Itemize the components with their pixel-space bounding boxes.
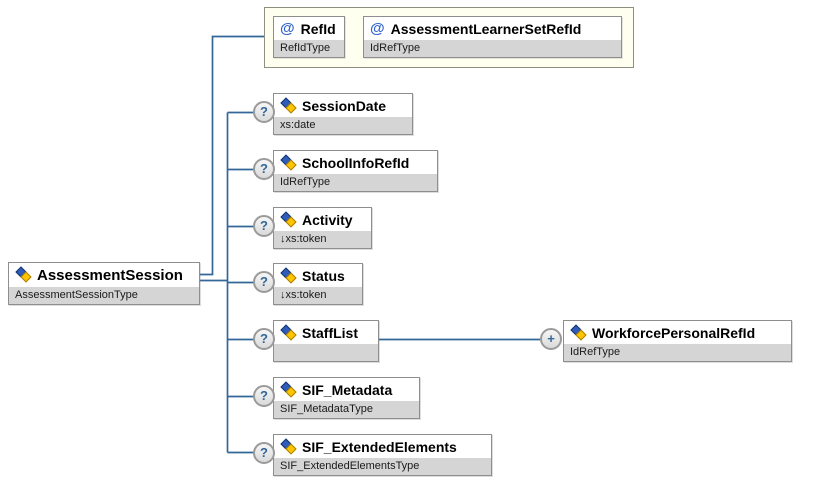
element-node-sif-metadata[interactable]: SIF_Metadata SIF_MetadataType: [273, 377, 420, 419]
element-node-workforcepersonalrefid[interactable]: WorkforcePersonalRefId IdRefType: [563, 320, 792, 362]
element-title-row: AssessmentSession: [9, 263, 199, 287]
attribute-title-row: @ RefId: [274, 17, 344, 40]
attribute-icon: @: [280, 20, 295, 37]
element-node-sif-extendedelements[interactable]: SIF_ExtendedElements SIF_ExtendedElement…: [273, 434, 492, 476]
element-icon: [570, 323, 587, 341]
element-name: Activity: [302, 211, 353, 228]
element-node-status[interactable]: Status ↓xs:token: [273, 263, 363, 305]
element-title-row: Activity: [274, 208, 371, 231]
element-icon: [280, 153, 297, 171]
element-name: AssessmentSession: [37, 266, 183, 284]
element-title-row: SIF_Metadata: [274, 378, 419, 401]
element-icon: [280, 323, 297, 341]
element-type-label: IdRefType: [564, 344, 791, 361]
element-title-row: SessionDate: [274, 94, 412, 117]
element-type-label: ↓xs:token: [274, 287, 362, 304]
element-title-row: SchoolInfoRefId: [274, 151, 437, 174]
occurrence-indicator-optional: ?: [253, 328, 275, 350]
element-icon: [15, 266, 32, 283]
occurrence-indicator-optional: ?: [253, 271, 275, 293]
element-name: SIF_Metadata: [302, 381, 393, 398]
element-icon: [280, 210, 297, 228]
element-type-label: ↓xs:token: [274, 231, 371, 248]
attribute-title-row: @ AssessmentLearnerSetRefId: [364, 17, 621, 40]
element-node-sessiondate[interactable]: SessionDate xs:date: [273, 93, 413, 135]
occurrence-indicator-optional: ?: [253, 385, 275, 407]
element-type-label: IdRefType: [274, 174, 437, 191]
attribute-type-label: IdRefType: [364, 40, 621, 57]
element-title-row: SIF_ExtendedElements: [274, 435, 491, 458]
occurrence-indicator-optional: ?: [253, 442, 275, 464]
element-name: SIF_ExtendedElements: [302, 438, 457, 455]
attribute-type-label: RefIdType: [274, 40, 344, 57]
element-node-schoolinforefid[interactable]: SchoolInfoRefId IdRefType: [273, 150, 438, 192]
element-type-label: [274, 344, 378, 361]
attribute-icon: @: [370, 20, 385, 37]
attributes-group: @ RefId RefIdType @ AssessmentLearnerSet…: [264, 7, 634, 68]
element-icon: [280, 266, 297, 284]
attribute-name: RefId: [300, 20, 336, 37]
element-icon: [280, 437, 297, 455]
element-node-activity[interactable]: Activity ↓xs:token: [273, 207, 372, 249]
element-icon: [280, 96, 297, 114]
occurrence-indicator-optional: ?: [253, 158, 275, 180]
element-title-row: Status: [274, 264, 362, 287]
element-type-label: SIF_ExtendedElementsType: [274, 458, 491, 475]
occurrence-indicator-required: +: [540, 328, 562, 350]
element-type-label: SIF_MetadataType: [274, 401, 419, 418]
attribute-name: AssessmentLearnerSetRefId: [390, 20, 582, 37]
element-name: StaffList: [302, 324, 358, 341]
element-name: SessionDate: [302, 97, 387, 114]
element-title-row: StaffList: [274, 321, 378, 344]
element-type-label: AssessmentSessionType: [9, 287, 199, 304]
attribute-node-assessmentlearnersetrefid[interactable]: @ AssessmentLearnerSetRefId IdRefType: [363, 16, 622, 58]
element-node-assessmentsession[interactable]: AssessmentSession AssessmentSessionType: [8, 262, 200, 305]
element-icon: [280, 380, 297, 398]
element-title-row: WorkforcePersonalRefId: [564, 321, 791, 344]
element-node-stafflist[interactable]: StaffList: [273, 320, 379, 362]
element-name: Status: [302, 267, 345, 284]
element-type-label: xs:date: [274, 117, 412, 134]
attribute-node-refid[interactable]: @ RefId RefIdType: [273, 16, 345, 58]
occurrence-indicator-optional: ?: [253, 101, 275, 123]
element-name: SchoolInfoRefId: [302, 154, 410, 171]
occurrence-indicator-optional: ?: [253, 215, 275, 237]
element-name: WorkforcePersonalRefId: [592, 324, 756, 341]
